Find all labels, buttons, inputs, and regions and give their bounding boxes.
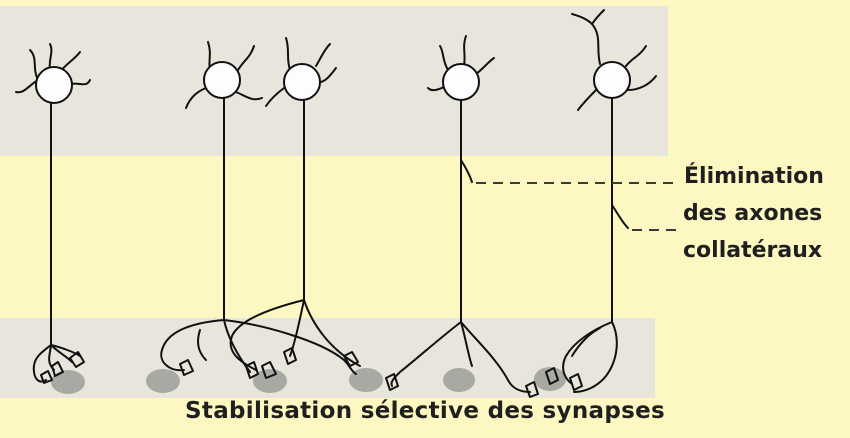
elimination-label-line1: Élimination <box>684 164 824 189</box>
elimination-label-line3: collatéraux <box>683 238 823 263</box>
neuron-dendrites <box>265 37 337 107</box>
collateral-stub <box>611 204 629 229</box>
neuron-soma <box>593 61 631 99</box>
neuron-2 <box>160 41 359 379</box>
neuron-4 <box>385 35 539 398</box>
axon-terminals <box>160 319 359 379</box>
synapse-bouton <box>283 347 297 365</box>
cortex-band <box>0 6 668 156</box>
neuron-dendrites <box>571 9 657 111</box>
neuron-soma <box>442 63 480 101</box>
caption: Stabilisation sélective des synapses <box>185 398 665 424</box>
synapse-bouton <box>261 361 277 379</box>
axon-terminals <box>385 321 539 398</box>
synapse-bouton <box>343 351 359 367</box>
synapse-bouton <box>525 381 539 398</box>
elimination-label-line2: des axones <box>683 201 823 226</box>
neuron-3 <box>229 37 361 379</box>
neuron-5 <box>545 9 657 393</box>
neuron-soma <box>283 63 321 101</box>
synapse-bouton <box>40 370 53 384</box>
target-cells <box>51 367 566 394</box>
synapse-bouton <box>545 367 559 385</box>
axon-terminals <box>229 299 361 379</box>
target-cell <box>51 370 85 394</box>
synapse-bouton <box>245 361 259 379</box>
neuron-1 <box>15 43 91 384</box>
neuron-dendrites <box>185 41 263 109</box>
synapse-bouton <box>51 361 64 377</box>
target-cell <box>146 369 180 393</box>
axon-terminals <box>545 321 618 393</box>
target-cell <box>443 368 475 392</box>
neuron-soma <box>203 61 241 99</box>
target-cell <box>349 368 383 392</box>
target-cell <box>253 369 287 393</box>
synapse-bouton <box>69 351 85 368</box>
synapse-bouton <box>385 373 399 391</box>
target-cell <box>534 367 566 391</box>
axon-terminals <box>32 344 85 384</box>
collateral-stub <box>460 159 473 183</box>
synapse-bouton <box>179 359 194 376</box>
neuron-soma <box>35 66 73 104</box>
synapse-bouton <box>569 373 583 391</box>
leader-lines <box>476 182 678 231</box>
